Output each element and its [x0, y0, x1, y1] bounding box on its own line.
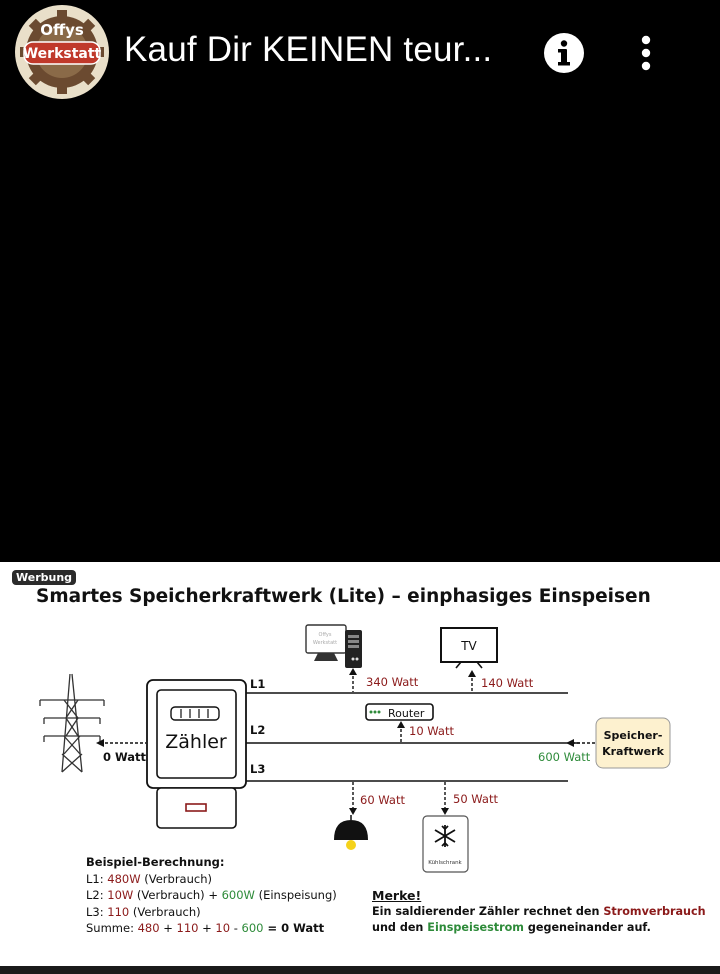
- lamp-watt-label: 60 Watt: [360, 793, 405, 807]
- storage-watt-label: 600 Watt: [538, 750, 591, 764]
- fridge-watt-label: 50 Watt: [453, 792, 498, 806]
- more-vert-icon[interactable]: [634, 34, 658, 74]
- logo-text-bottom: Werkstatt: [23, 46, 102, 62]
- router-watt-label: 10 Watt: [409, 724, 454, 738]
- example-calculation: Beispiel-Berechnung: L1: 480W (Verbrauch…: [86, 854, 337, 937]
- info-icon[interactable]: [543, 32, 585, 74]
- bottom-bar: [0, 966, 720, 974]
- note-box: Merke! Ein saldierender Zähler rechnet d…: [372, 888, 706, 936]
- video-header: Offys Werkstatt Kauf Dir KEINEN teur...: [0, 0, 720, 110]
- computer-icon: [305, 624, 362, 668]
- video-player-area[interactable]: [0, 110, 720, 562]
- lamp-icon: [334, 815, 368, 850]
- power-pylon-icon: [39, 673, 105, 773]
- note-heading: Merke!: [372, 888, 422, 903]
- calc-l1: L1: 480W (Verbrauch): [86, 871, 212, 886]
- router-icon: [365, 703, 434, 721]
- storage-label-2: Kraftwerk: [602, 745, 664, 758]
- logo-text-top: Offys: [40, 21, 84, 39]
- meter-label: Zähler: [165, 731, 227, 753]
- fridge-label: Kühlschrank: [428, 860, 462, 866]
- monitor-text-2: Werkstatt: [313, 640, 337, 646]
- electricity-meter-icon: [146, 679, 247, 829]
- pc-watt-label: 340 Watt: [366, 675, 419, 689]
- monitor-text-1: Offys: [319, 632, 332, 638]
- note-line-1: Ein saldierender Zähler rechnet den Stro…: [372, 905, 706, 918]
- channel-avatar[interactable]: Offys Werkstatt: [14, 4, 110, 100]
- slide-title: Smartes Speicherkraftwerk (Lite) – einph…: [36, 586, 651, 607]
- label-l1: L1: [250, 677, 265, 691]
- tv-label: TV: [460, 639, 477, 653]
- tv-icon: [440, 627, 498, 669]
- calc-sum: Summe: 480 + 110 + 10 - 600 = 0 Watt: [86, 921, 325, 935]
- ad-badge: Werbung: [12, 570, 77, 585]
- calc-l3: L3: 110 (Verbrauch): [86, 904, 201, 919]
- grid-watt-label: 0 Watt: [103, 750, 147, 764]
- label-l3: L3: [250, 762, 265, 776]
- note-line-2: und den Einspeisestrom gegeneinander auf…: [372, 921, 651, 934]
- fridge-icon: [422, 815, 469, 873]
- router-label: Router: [388, 707, 425, 720]
- video-title[interactable]: Kauf Dir KEINEN teur...: [124, 30, 493, 69]
- storage-box: [595, 717, 671, 769]
- ad-slide[interactable]: Werbung Smartes Speicherkraftwerk (Lite)…: [0, 562, 720, 966]
- power-diagram: L1 L2 L3 0 Watt: [39, 624, 671, 873]
- storage-label-1: Speicher-: [604, 729, 663, 742]
- calc-heading: Beispiel-Berechnung:: [86, 855, 225, 869]
- calc-l2: L2: 10W (Verbrauch) + 600W (Einspeisung): [86, 888, 337, 902]
- tv-watt-label: 140 Watt: [481, 676, 534, 690]
- label-l2: L2: [250, 723, 265, 737]
